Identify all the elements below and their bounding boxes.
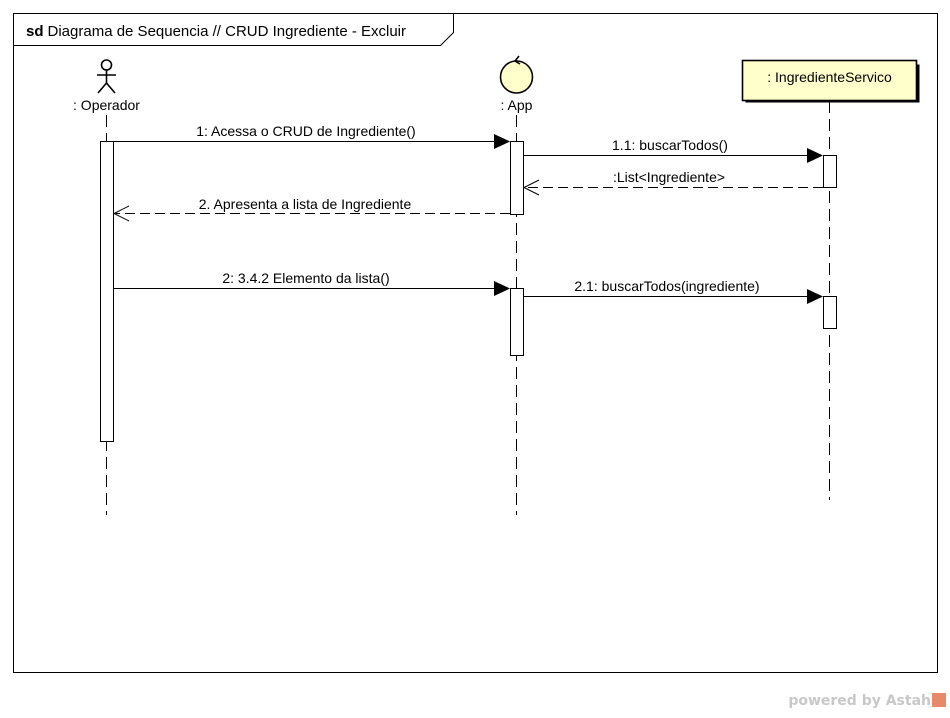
participant-app-label[interactable]: : App xyxy=(501,97,533,113)
message-1-1-reply[interactable]: :List<Ingrediente> xyxy=(522,169,823,196)
activation-operador xyxy=(100,141,114,442)
message-2[interactable]: 2: 3.4.2 Elemento da lista() xyxy=(114,270,510,296)
message-1-1-reply-label: :List<Ingrediente> xyxy=(613,169,725,185)
frame-keyword: sd xyxy=(26,23,44,40)
participant-servico-label: : IngredienteServico xyxy=(767,69,892,85)
message-2-reply-label: 2. Apresenta a lista de Ingrediente xyxy=(199,196,412,212)
astah-logo-icon xyxy=(932,693,946,707)
message-1-label: 1: Acessa o CRUD de Ingrediente() xyxy=(196,123,415,139)
message-2-label: 2: 3.4.2 Elemento da lista() xyxy=(222,270,389,286)
watermark-text: powered by Astah xyxy=(788,693,931,709)
message-2-1-label: 2.1: buscarTodos(ingrediente) xyxy=(574,278,759,294)
activation-servico-1 xyxy=(823,155,837,188)
message-1[interactable]: 1: Acessa o CRUD de Ingrediente() xyxy=(114,123,510,149)
message-1-1[interactable]: 1.1: buscarTodos() xyxy=(524,137,823,163)
activation-servico-2 xyxy=(823,296,837,329)
participant-servico-box[interactable]: : IngredienteServico xyxy=(741,59,920,103)
activation-app-2 xyxy=(510,288,524,356)
message-2-1[interactable]: 2.1: buscarTodos(ingrediente) xyxy=(524,278,823,304)
message-2-reply[interactable]: 2. Apresenta a lista de Ingrediente xyxy=(112,196,510,222)
message-1-1-label: 1.1: buscarTodos() xyxy=(612,137,728,153)
frame-title-text: Diagrama de Sequencia // CRUD Ingredient… xyxy=(48,23,407,40)
actor-stick-figure-icon xyxy=(97,59,116,94)
astah-watermark: powered by Astah xyxy=(788,693,946,709)
diagram-frame xyxy=(13,13,938,673)
activation-app-1 xyxy=(510,141,524,215)
participant-servico-fill xyxy=(741,59,918,102)
frame-title-tab xyxy=(13,13,454,46)
control-circle-icon xyxy=(499,55,534,94)
participant-operador-label[interactable]: : Operador xyxy=(73,97,140,113)
